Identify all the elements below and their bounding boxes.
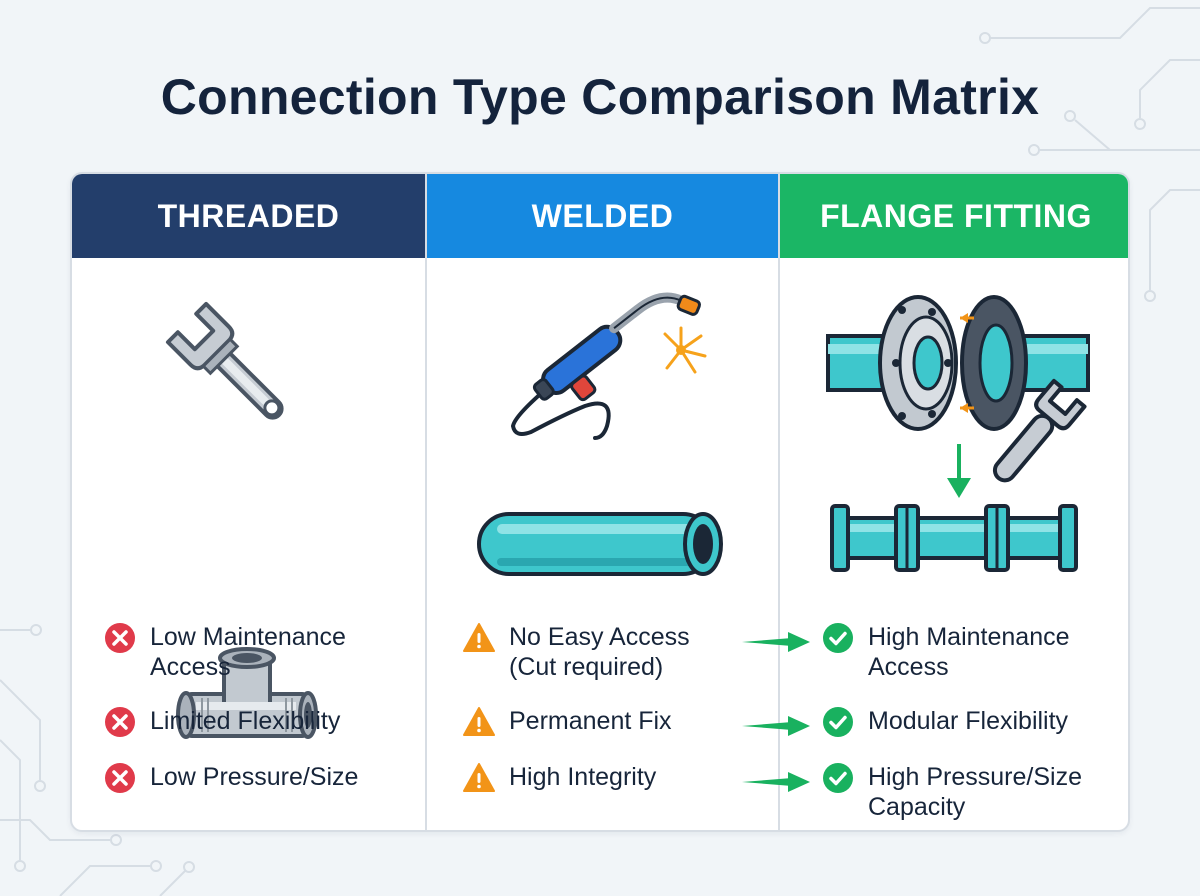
check-circle-icon bbox=[823, 707, 853, 737]
flange-assembly-icon bbox=[826, 295, 1090, 483]
welded-pipe-icon bbox=[477, 512, 723, 576]
flanged-pipe-icon bbox=[830, 504, 1078, 572]
feature-item: Permanent Fix bbox=[463, 706, 672, 738]
warning-triangle-icon bbox=[463, 623, 495, 652]
column-header-welded: WELDED bbox=[427, 174, 778, 258]
comparison-arrow-icon bbox=[742, 716, 810, 736]
warning-triangle-icon bbox=[463, 707, 495, 736]
down-arrow-icon bbox=[947, 444, 971, 498]
x-circle-icon bbox=[105, 623, 135, 653]
welding-torch-icon bbox=[510, 292, 707, 440]
comparison-arrow-icon bbox=[742, 772, 810, 792]
feature-item: Low Pressure/Size bbox=[104, 762, 358, 794]
column-header-flange-fitting: FLANGE FITTING bbox=[780, 174, 1128, 258]
column-header-threaded: THREADED bbox=[72, 174, 425, 258]
column-welded: WELDED No Easy Acce bbox=[425, 174, 778, 830]
warning-triangle-icon bbox=[463, 763, 495, 792]
column-flange-fitting: FLANGE FITTING bbox=[778, 174, 1128, 830]
x-circle-icon bbox=[105, 763, 135, 793]
check-circle-icon bbox=[823, 763, 853, 793]
feature-item: Modular Flexibility bbox=[822, 706, 1068, 738]
feature-item: High Integrity bbox=[463, 762, 656, 794]
wrench-icon bbox=[165, 301, 284, 420]
page-title: Connection Type Comparison Matrix bbox=[160, 69, 1040, 125]
x-circle-icon bbox=[105, 707, 135, 737]
pipe-tee-icon bbox=[176, 647, 318, 739]
feature-item: No Easy Access(Cut required) bbox=[463, 622, 690, 682]
comparison-arrow-icon bbox=[742, 632, 810, 652]
feature-item: Limited Flexibility bbox=[104, 706, 340, 738]
check-circle-icon bbox=[823, 623, 853, 653]
